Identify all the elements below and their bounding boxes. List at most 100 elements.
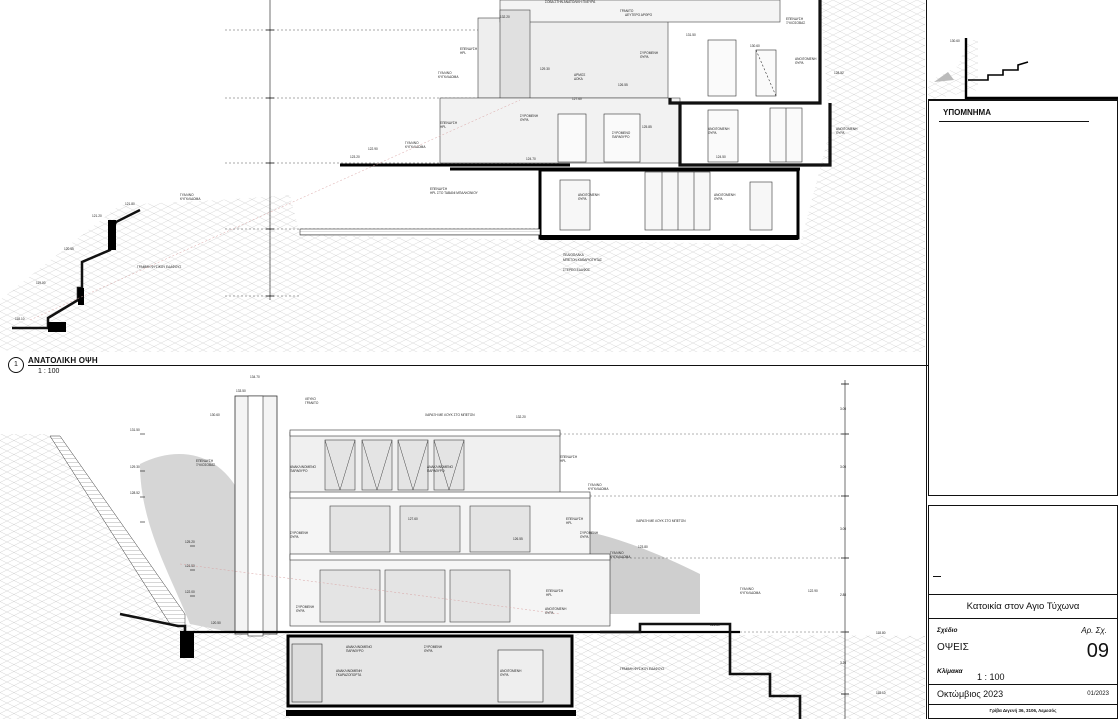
left-level-markers — [140, 433, 195, 597]
scale-value: 1 : 100 — [977, 672, 1005, 682]
annotation-text: ΘΥΡΑ — [520, 118, 529, 122]
annotation-text: ΘΥΡΑ — [424, 649, 433, 653]
basement-openings — [559, 171, 773, 231]
level-tag: 124.50 — [185, 564, 195, 568]
level-tag: 122.00 — [185, 590, 195, 594]
dimension-text: 2.80 — [840, 593, 846, 597]
level-tag: 130.60 — [210, 413, 220, 417]
annotation-text: ΣΥΡΟΜΕΝΗ — [424, 645, 443, 649]
level-tag: 123.20 — [350, 155, 360, 159]
annotation-text: ΘΥΡΑ — [640, 55, 649, 59]
project-title: Κατοικία στον Αγιο Τύχωνα — [966, 601, 1080, 612]
annotation-text: ΞΥΛΟΣΟΒΑΣ — [786, 21, 805, 25]
level-tag: 118.10 — [876, 691, 886, 695]
annotation-text: ΕΠΕΝΔΥΣΗ — [546, 589, 564, 593]
annotation-text: ΧΑΡΑΞΗ ΜΕ ΛΟΥΚ ΣΤΟ ΜΠΕΤΟΝ — [425, 413, 475, 417]
roof-block — [499, 0, 781, 23]
annotation-text: ΑΝΟΙΓΟΜΕΝΗ — [500, 669, 522, 673]
annotation-text: ΠΑΡΑΘΥΡΟ — [427, 469, 445, 473]
annotation-text: ΔΕΥΤΕΡΟ ΑΡΘΡΟ — [625, 13, 653, 17]
annotation-text: HPL — [560, 459, 566, 463]
level-tag: 120.50 — [211, 621, 221, 625]
annotation-text: HPL — [566, 521, 572, 525]
level-tag: 126.55 — [618, 83, 628, 87]
view-title-block: 1 ΑΝΑΤΟΛΙΚΗ ΟΨΗ 1 : 100 — [8, 356, 928, 377]
view-title: ΑΝΑΤΟΛΙΚΗ ΟΨΗ — [28, 356, 98, 365]
middle-openings — [557, 107, 803, 163]
level-tag: 122.90 — [808, 589, 818, 593]
annotation-text: ΜΠΕΤΟΝ ΚΑΘΑΡΙΟΤΗΤΑΣ — [563, 258, 602, 262]
dimension-text: 3.00 — [840, 527, 846, 531]
annotation-text: ΧΑΡΑΞΗ ΜΕ ΛΟΥΚ ΣΤΟ ΜΠΕΤΟΝ — [636, 519, 686, 523]
annotation-text: ΕΠΕΝΔΥΣΗ — [440, 121, 458, 125]
level-tag: 132.20 — [516, 415, 526, 419]
annotation-text: ΓΡΑΜΜΗ ΦΥΣΙΚΟΥ ΕΔΑΦΟΥΣ — [137, 265, 181, 269]
annotation-text: ΑΡΜΟΣ — [574, 73, 585, 77]
annotation-text: HPL ΣΤΟ ΤΑΒΑΝΙ ΜΠΑΛΚΟΝΙΟΥ — [430, 191, 479, 195]
view-scale: 1 : 100 — [38, 368, 60, 375]
annotation-text: ΓΡΑΝΙΤΟ — [305, 401, 319, 405]
annotation-text: ΘΥΡΑ — [714, 197, 723, 201]
level-tag: 130.60 — [750, 44, 760, 48]
annotation-text: ΑΝΑΚΛΙΝΟΜΕΝΟ — [427, 465, 454, 469]
level-tag: 118.10 — [15, 317, 25, 321]
annotation-text: ΕΠΕΝΔΥΣΗ — [566, 517, 584, 521]
annotation-text: ΘΥΡΑ — [296, 609, 305, 613]
annotation-text: ΣΥΡΟΜΕΝΗ — [520, 114, 539, 118]
stair-detail: 130.60 — [928, 0, 1118, 100]
lower-dims: 3.00 3.00 3.00 2.80 3.20 — [840, 407, 846, 665]
upper-annotations: ΣΟΒΑ ΣΤΗΝ ΑΝΑΤΟΛΙΚΗ ΠΛΕΥΡΑ ΓΡΑΝΙΤΟ ΔΕΥΤΕ… — [137, 0, 858, 272]
annotation-text: ΑΝΟΙΓΟΜΕΝΗ — [578, 193, 600, 197]
view-number-circle: 1 — [8, 357, 24, 373]
annotation-text: HPL — [440, 125, 446, 129]
annotation-text: ΣΥΡΟΜΕΝΗ — [290, 531, 309, 535]
cut-slab-upper — [668, 0, 822, 105]
annotation-text: ΣΥΡΟΜΕΝΗ — [640, 51, 659, 55]
level-tag: 124.70 — [526, 157, 536, 161]
level-tag: 129.30 — [130, 465, 140, 469]
level-tag: 125.20 — [185, 540, 195, 544]
title-block: Κατοικία στον Αγιο Τύχωνα Σχέδιο Αρ. Σχ.… — [928, 505, 1118, 719]
ground-hatch — [0, 195, 925, 352]
annotation-text: ΓΥΑΛΙΝΟ — [740, 587, 754, 591]
annotation-text: HPL — [546, 593, 552, 597]
dimension-text: 3.00 — [840, 465, 846, 469]
annotation-text: ΠΑΡΑΘΥΡΟ — [290, 469, 308, 473]
annotation-text: ΣΟΒΑ ΣΤΗΝ ΑΝΑΤΟΛΙΚΗ ΠΛΕΥΡΑ — [545, 0, 596, 4]
annotation-text: ΛΕΥΚΟ — [305, 397, 316, 401]
upper-elevation-drawing: ΣΟΒΑ ΣΤΗΝ ΑΝΑΤΟΛΙΚΗ ΠΛΕΥΡΑ ΓΡΑΝΙΤΟ ΔΕΥΤΕ… — [0, 0, 925, 352]
office-address: Γρίβα Διγενή 36, 3106, Λεμεσός — [989, 708, 1057, 713]
exterior-stair — [49, 435, 186, 627]
annotation-text: ΑΝΟΙΓΟΜΕΝΗ — [708, 127, 730, 131]
scale-label: Κλίμακα — [937, 668, 963, 675]
annotation-text: ΘΥΡΑ — [290, 535, 299, 539]
annotation-text: ΕΠΕΝΔΥΣΗ — [196, 459, 214, 463]
drawing-number-label: Αρ. Σχ. — [1081, 626, 1107, 635]
level-tag: 127.60 — [408, 517, 418, 521]
legend-panel: ΥΠΟΜΝΗΜΑ — [928, 100, 1118, 496]
lower-ground-hatch-right — [575, 634, 925, 719]
level-tag: 134.70 — [250, 375, 260, 379]
dimension-text: 3.20 — [840, 661, 846, 665]
drawing-name: ΟΨΕΙΣ — [937, 642, 969, 653]
annotation-text: ΕΠΕΝΔΥΣΗ — [786, 17, 804, 21]
code-value: 01/2023 — [1087, 691, 1109, 697]
level-tag: 131.50 — [130, 428, 140, 432]
chimney-block — [499, 9, 531, 99]
svg-text:130.60: 130.60 — [950, 39, 960, 43]
annotation-text: ΓΡΑΝΙΤΟ — [620, 9, 634, 13]
level-tag: 120.55 — [64, 247, 74, 251]
annotation-text: ΚΥΓΚΛΙΔΩΜΑ — [180, 197, 201, 201]
level-tag: 125.85 — [642, 125, 652, 129]
title-block-blank — [929, 506, 1117, 595]
annotation-text: ΕΠΕΝΔΥΣΗ — [460, 47, 478, 51]
dimension-ticks — [266, 29, 274, 297]
annotation-text: ΓΥΑΛΙΝΟ — [588, 483, 602, 487]
level-tag: 129.30 — [540, 67, 550, 71]
lower-annotations: ΛΕΥΚΟ ΓΡΑΝΙΤΟ ΧΑΡΑΞΗ ΜΕ ΛΟΥΚ ΣΤΟ ΜΠΕΤΟΝ … — [196, 397, 761, 677]
annotation-text: ΓΚΑΡΑΖΟΠΟΡΤΑ — [336, 673, 362, 677]
annotation-text: ΞΥΛΟΣΟΒΑΣ — [196, 463, 215, 467]
upper-level-tags: 132.20 131.50 130.60 129.30 128.52 127.6… — [15, 15, 844, 321]
terrain-step-fill — [78, 288, 84, 305]
annotation-text: ΣΥΡΟΜΕΝΗ — [580, 531, 599, 535]
